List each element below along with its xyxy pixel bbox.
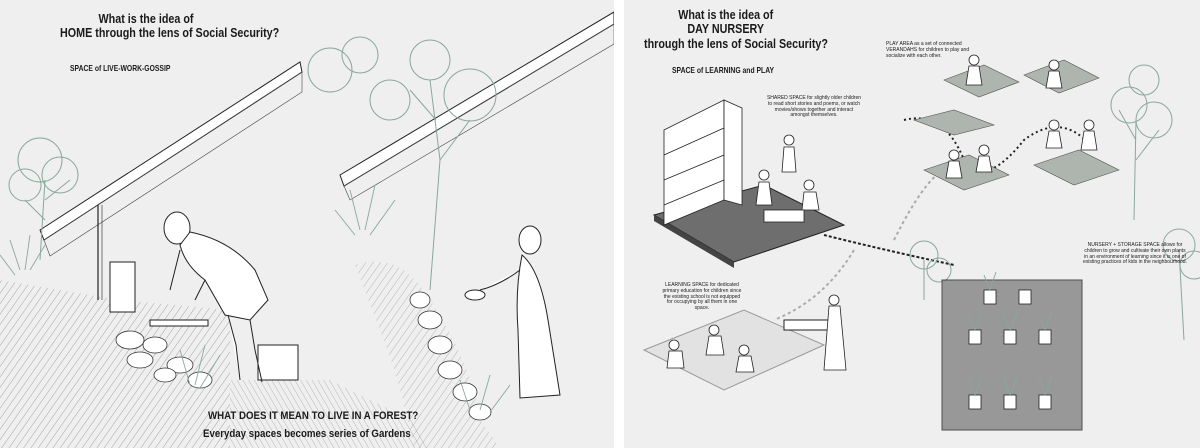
man-figure <box>163 211 269 383</box>
home-panel: What is the idea of HOME through the len… <box>0 0 614 448</box>
home-caption-line1: WHAT DOES IT MEAN TO LIVE IN A FOREST? <box>208 410 419 422</box>
tree-left <box>8 137 79 261</box>
bucket <box>257 344 299 381</box>
plants <box>0 184 511 413</box>
nursery-subtitle: SPACE of LEARNING and PLAY <box>672 65 775 75</box>
nursery-title: What is the idea of DAY NURSERY through … <box>644 8 828 51</box>
home-title-line1: What is the idea of <box>98 12 194 26</box>
learning-space-slab <box>642 294 847 391</box>
home-subtitle: SPACE of LIVE-WORK-GOSSIP <box>70 63 171 73</box>
woman-figure <box>464 225 561 399</box>
tree-right <box>307 36 497 291</box>
learning-space-note: LEARNING SPACE for dedicated primary edu… <box>662 282 742 311</box>
nursery-title-line2: DAY NURSERY <box>687 22 765 37</box>
home-section-drawing <box>0 11 614 448</box>
home-caption-line2: Everyday spaces becomes series of Garden… <box>203 428 411 440</box>
play-area-note: PLAY AREA as a set of connected VERANDAH… <box>886 41 970 59</box>
home-title: What is the idea of HOME through the len… <box>60 12 280 41</box>
nursery-storage-slab <box>941 271 1083 431</box>
nursery-title-line3: through the lens of Social Security? <box>644 36 828 51</box>
home-title-line2: HOME through the lens of Social Security… <box>60 26 280 41</box>
children-reading <box>755 134 820 223</box>
bookshelf <box>663 99 743 226</box>
playing-children <box>945 54 1098 179</box>
roof-right <box>339 11 614 201</box>
tree-nursery <box>909 64 1200 341</box>
stone-wall <box>115 291 492 421</box>
washing-counter <box>109 261 299 381</box>
day-nursery-axonometric <box>642 54 1200 431</box>
shared-space-slab <box>652 99 846 268</box>
day-nursery-panel: What is the idea of DAY NURSERY through … <box>624 0 1200 448</box>
shared-space-note: SHARED SPACE for slightly older children… <box>766 95 862 119</box>
nursery-title-line1: What is the idea of <box>678 8 774 22</box>
roof-left <box>39 61 303 300</box>
learning-children <box>666 294 847 373</box>
nursery-storage-note: NURSERY + STORAGE SPACE allows for child… <box>1083 242 1187 266</box>
